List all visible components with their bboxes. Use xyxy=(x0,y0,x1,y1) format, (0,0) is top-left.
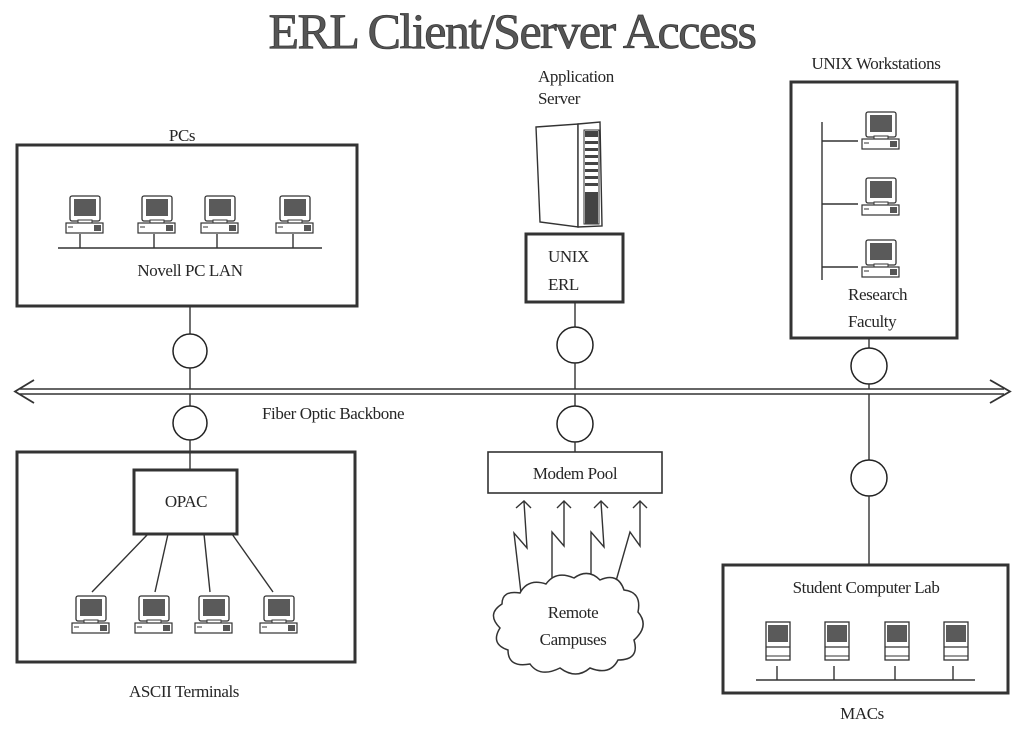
network-node xyxy=(172,405,208,441)
fiber-optic-backbone: Fiber Optic Backbone xyxy=(13,379,1012,423)
unix-workstations-box xyxy=(789,80,959,340)
app-server-group: Application Server UNIX ERL xyxy=(524,67,625,304)
workstation-icon xyxy=(861,177,900,216)
pcs-lan-box xyxy=(15,143,359,308)
desktop-pc-icon xyxy=(275,195,314,234)
right-arrowhead-icon xyxy=(989,379,1012,404)
connectors xyxy=(172,302,888,565)
desktop-pc-icon xyxy=(200,195,239,234)
mac-icon xyxy=(884,621,910,661)
terminal-icon xyxy=(134,595,173,634)
pcs-group: PCs Novell PC LAN xyxy=(15,126,359,308)
ascii-terminals-group: OPAC ASCII Terminals xyxy=(15,450,357,701)
terminal-icon xyxy=(71,595,110,634)
lightning-link-icon xyxy=(613,502,641,589)
network-node xyxy=(556,405,594,443)
network-node xyxy=(556,326,594,364)
left-arrowhead-icon xyxy=(13,379,35,404)
workstation-icon xyxy=(861,239,900,278)
mac-icon xyxy=(765,621,791,661)
desktop-pc-icon xyxy=(65,195,104,234)
unix-workstations-group: UNIX Workstations Research Faculty xyxy=(789,54,959,340)
ascii-terminals-box xyxy=(15,450,357,664)
research-label: Research xyxy=(848,285,908,304)
novell-lan-label: Novell PC LAN xyxy=(137,261,242,280)
dialup-links xyxy=(513,500,648,594)
modem-pool-group: Modem Pool Remote Campuses xyxy=(487,451,663,675)
tower-server-icon xyxy=(535,121,603,228)
network-node xyxy=(850,347,888,385)
lightning-link-icon xyxy=(590,501,605,581)
unix-erl-line1: UNIX xyxy=(548,247,589,266)
faculty-label: Faculty xyxy=(848,312,897,331)
opac-label: OPAC xyxy=(165,492,207,511)
remote-label-2: Campuses xyxy=(540,630,607,649)
network-node xyxy=(172,333,208,369)
student-lab-group: Student Computer Lab MACs xyxy=(721,563,1010,723)
app-server-caption-2: Server xyxy=(538,89,581,108)
pcs-caption: PCs xyxy=(169,126,195,145)
unix-workstations-caption: UNIX Workstations xyxy=(812,54,941,73)
modem-pool-box xyxy=(487,451,663,494)
network-node xyxy=(850,459,888,497)
terminal-icon xyxy=(259,595,298,634)
backbone-label: Fiber Optic Backbone xyxy=(262,404,404,423)
desktop-pc-icon xyxy=(137,195,176,234)
unix-erl-line2: ERL xyxy=(548,275,579,294)
student-lab-box xyxy=(721,563,1010,695)
ascii-terminals-caption: ASCII Terminals xyxy=(129,682,239,701)
student-lab-label: Student Computer Lab xyxy=(793,578,940,597)
diagram-title: ERL Client/Server Access xyxy=(268,3,755,59)
remote-label-1: Remote xyxy=(548,603,598,622)
lightning-link-icon xyxy=(551,502,565,581)
modem-pool-label: Modem Pool xyxy=(533,464,618,483)
terminal-icon xyxy=(194,595,233,634)
mac-icon xyxy=(824,621,850,661)
opac-box xyxy=(132,468,239,536)
macs-caption: MACs xyxy=(840,704,884,723)
app-server-caption-1: Application xyxy=(538,67,615,86)
remote-campuses-cloud xyxy=(492,572,644,675)
mac-icon xyxy=(943,621,969,661)
workstation-icon xyxy=(861,111,900,150)
lightning-link-icon xyxy=(513,501,528,594)
